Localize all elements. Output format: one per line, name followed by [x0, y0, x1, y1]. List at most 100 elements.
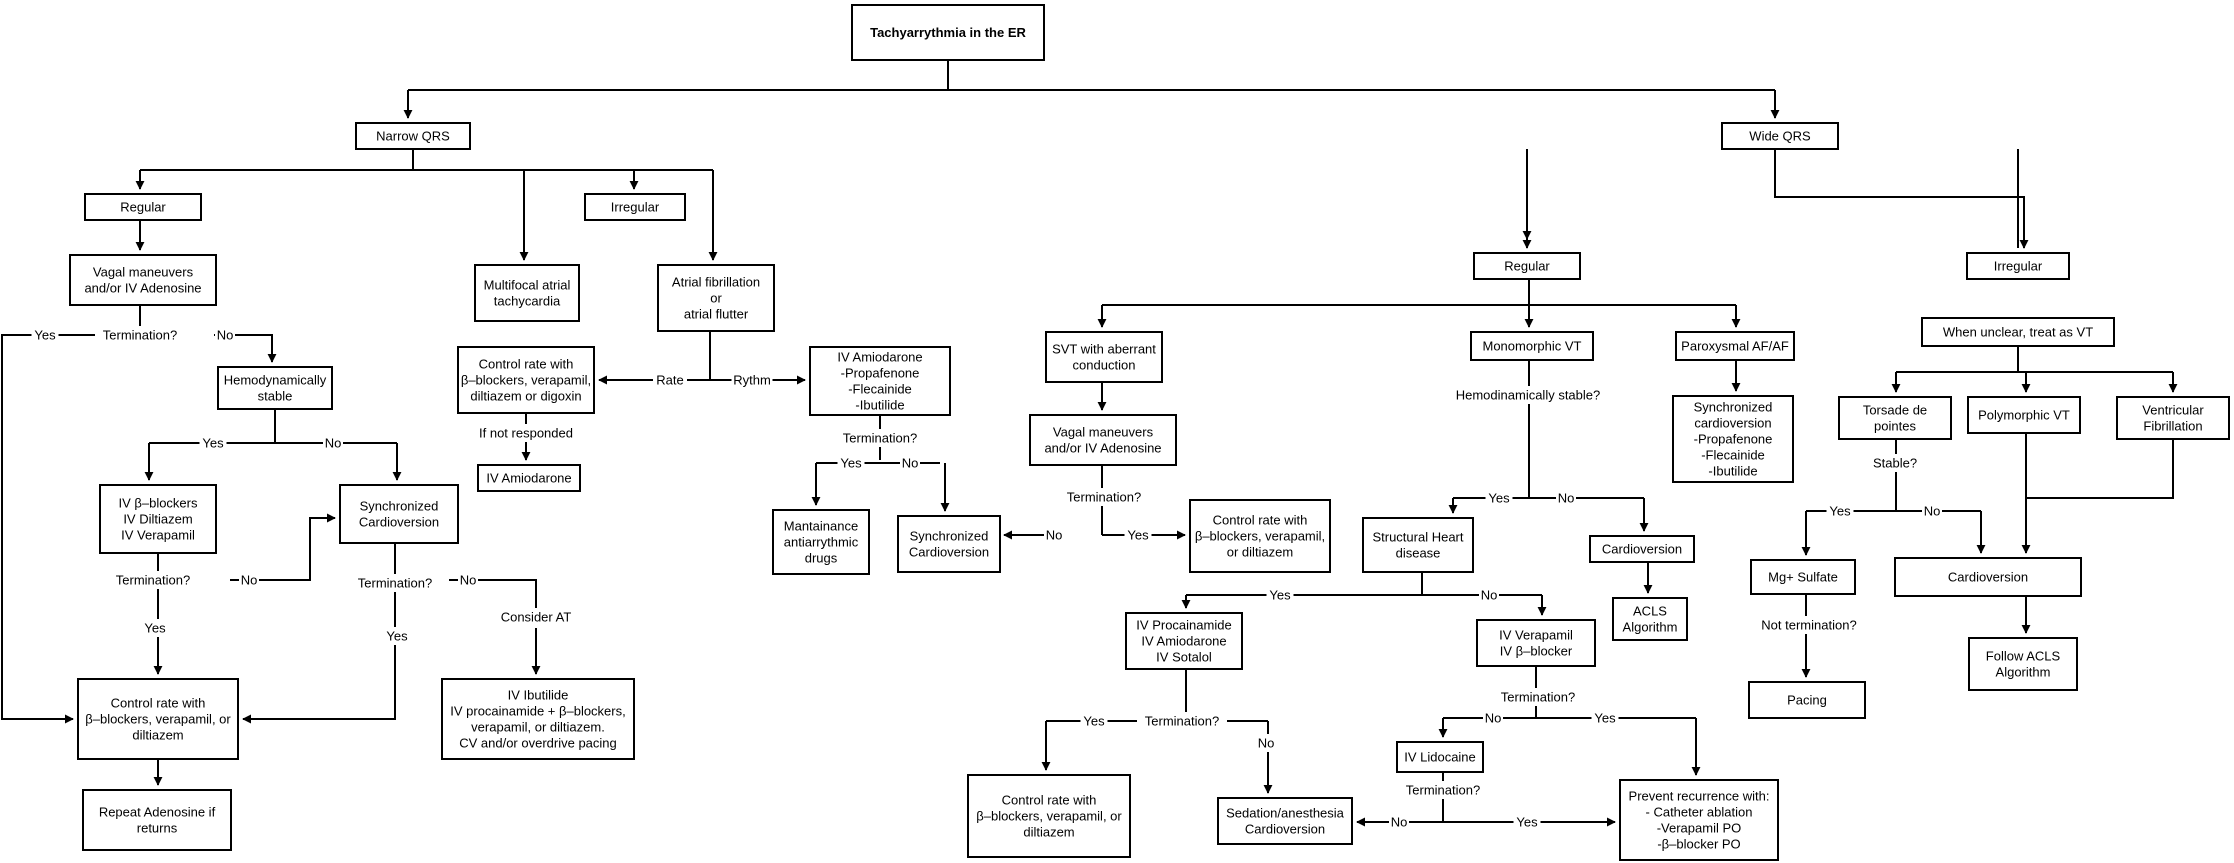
connector-line	[230, 513, 336, 581]
edge-label-l-termination8: Termination?	[1398, 781, 1488, 799]
edge-label-text: Termination?	[103, 328, 177, 343]
edge-label-l-yes12: Yes	[1826, 502, 1854, 520]
node-text-line: Hemodynamically	[224, 373, 327, 388]
flowchart-nodes: Tachyarrythmia in the ER Narrow QRS Wide Q…	[69, 4, 2230, 861]
edge-label-text: Hemodinamically stable?	[1456, 388, 1601, 403]
node-n-irregular: Irregular	[584, 193, 686, 221]
node-box	[82, 789, 232, 851]
node-text-line: ACLS	[1633, 604, 1667, 619]
node-text-line: drugs	[805, 551, 838, 566]
node-root: Tachyarrythmia in the ER	[851, 4, 1045, 61]
edge-label-text: Not termination?	[1761, 618, 1856, 633]
node-text-line: IV Verapamil	[1499, 628, 1573, 643]
node-text-line: IV Amiodarone	[486, 471, 571, 486]
node-text-line: IV Ibutilide	[508, 688, 569, 703]
node-box	[355, 122, 471, 150]
node-box	[1396, 741, 1484, 773]
node-text-line: IV Verapamil	[121, 528, 195, 543]
node-text-line: diltiazem	[1023, 825, 1074, 840]
node-box	[77, 678, 239, 760]
edge-label-l-no11: No	[1389, 813, 1409, 831]
node-text-line: returns	[137, 821, 178, 836]
edge-label-l-termination2: Termination?	[108, 571, 198, 589]
edge-label-text: No	[1481, 588, 1498, 603]
node-text-line: or diltiazem	[1227, 545, 1293, 560]
node-text-line: Control rate with	[1002, 793, 1097, 808]
node-box	[477, 464, 581, 492]
edge-label-l-no10: No	[1483, 709, 1503, 727]
node-text-line: CV and/or overdrive pacing	[459, 736, 617, 751]
node-iv-amio1: IV Amiodarone	[477, 464, 581, 492]
node-text-line: β–blockers, verapamil,	[1195, 529, 1325, 544]
edge-label-l-termination5: Termination?	[1059, 488, 1149, 506]
node-text-line: IV Diltiazem	[123, 512, 192, 527]
node-box	[772, 509, 870, 575]
node-wide: Wide QRS	[1721, 122, 1839, 150]
node-text-line: Monomorphic VT	[1483, 339, 1582, 354]
edge-label-l-no1: No	[215, 326, 235, 344]
node-text-line: Ventricular	[2142, 403, 2204, 418]
edge-label-l-consider-at: Consider AT	[494, 608, 578, 626]
edge-label-text: Yes	[1829, 504, 1851, 519]
node-box	[1967, 396, 2081, 434]
edge-label-l-yes2: Yes	[199, 434, 227, 452]
node-text-line: tachycardia	[494, 294, 561, 309]
edge-label-l-yes11: Yes	[1513, 813, 1541, 831]
node-text-line: Regular	[120, 200, 166, 215]
node-text-line: IV procainamide + β–blockers,	[450, 704, 625, 719]
edge-label-l-termination3: Termination?	[350, 574, 440, 592]
node-text-line: -Propafenone	[1694, 432, 1773, 447]
node-text-line: Cardioversion	[1948, 570, 2028, 585]
edge-label-l-hemo-q: Hemodinamically stable?	[1444, 386, 1612, 404]
node-box	[339, 484, 459, 544]
node-parox: Paroxysmal AF/AF	[1675, 331, 1795, 361]
node-box	[457, 346, 595, 414]
node-text-line: Control rate with	[111, 696, 206, 711]
node-box	[1894, 557, 2082, 597]
node-box	[99, 484, 217, 554]
node-box	[1750, 559, 1856, 595]
node-text-line: Multifocal atrial	[484, 278, 571, 293]
node-box	[1589, 535, 1695, 563]
edge-label-l-termination6: Termination?	[1137, 712, 1227, 730]
node-text-line: IV β–blockers	[118, 496, 198, 511]
node-text-line: Cardioversion	[1602, 542, 1682, 557]
node-box	[1217, 797, 1353, 845]
edge-label-text: Yes	[1127, 528, 1149, 543]
edge-label-l-termination1: Termination?	[95, 326, 185, 344]
node-text-line: Control rate with	[1213, 513, 1308, 528]
edge-label-l-rythm: Rythm	[731, 371, 773, 389]
node-poly-vt: Polymorphic VT	[1967, 396, 2081, 434]
node-narrow: Narrow QRS	[355, 122, 471, 150]
edge-label-l-termination7: Termination?	[1493, 688, 1583, 706]
edge-label-l-rate: Rate	[653, 371, 687, 389]
edge-label-l-if-not: If not responded	[467, 424, 585, 442]
edge-label-l-termination4: Termination?	[835, 429, 925, 447]
node-text-line: Prevent recurrence with:	[1629, 789, 1770, 804]
node-box	[1968, 637, 2078, 691]
edge-label-text: Termination?	[843, 431, 917, 446]
edge-label-l-no12: No	[1922, 502, 1942, 520]
node-text-line: Follow ACLS	[1986, 649, 2061, 664]
node-text-line: IV Amiodarone	[837, 350, 922, 365]
edge-label-text: Yes	[34, 328, 56, 343]
node-text-line: Tachyarrythmia in the ER	[870, 25, 1026, 40]
node-box	[1612, 597, 1688, 641]
edge-label-text: Termination?	[116, 573, 190, 588]
node-text-line: Torsade de	[1863, 403, 1927, 418]
node-text-line: Wide QRS	[1749, 129, 1811, 144]
node-text-line: Pacing	[1787, 693, 1827, 708]
node-text-line: Atrial fibrillation	[672, 275, 760, 290]
node-text-line: Fibrillation	[2143, 419, 2202, 434]
edge-label-l-yes5: Yes	[837, 454, 865, 472]
node-mg-sulfate: Mg+ Sulfate	[1750, 559, 1856, 595]
node-text-line: -Flecainide	[1701, 448, 1765, 463]
